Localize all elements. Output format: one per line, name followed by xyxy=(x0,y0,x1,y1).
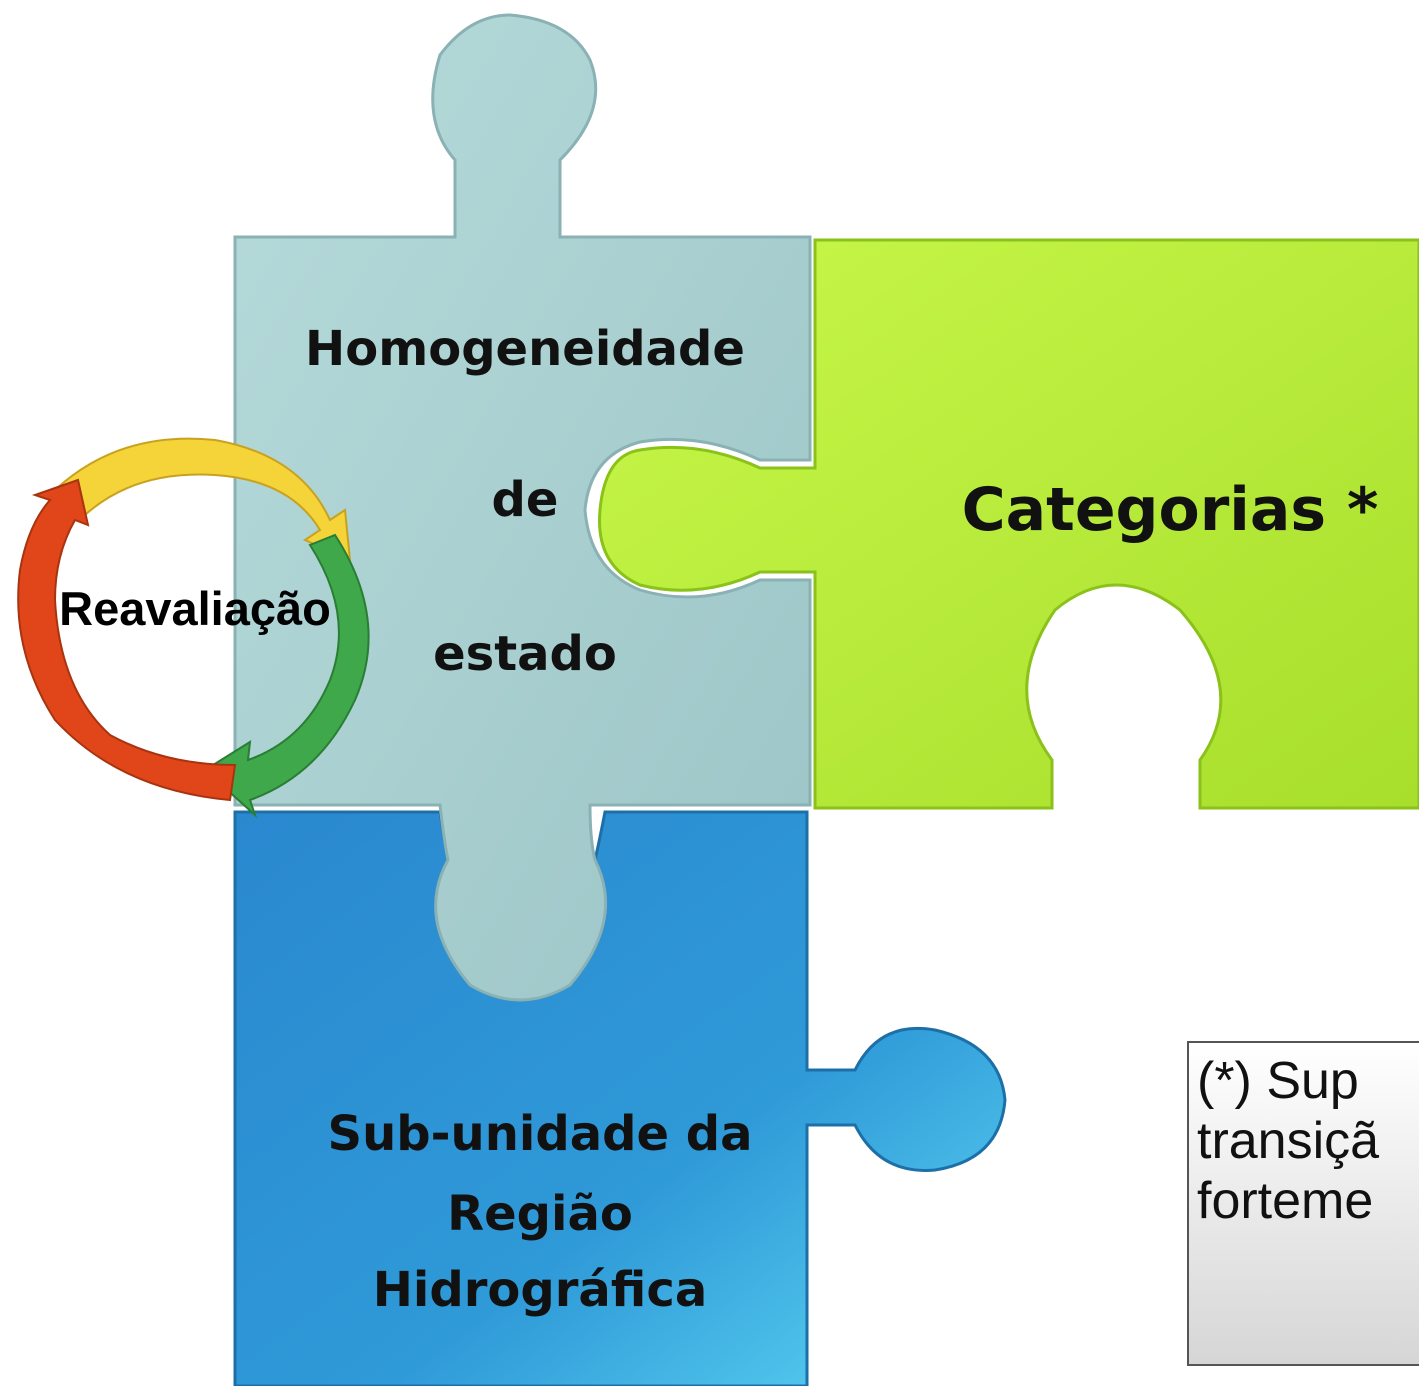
categories-piece xyxy=(598,238,1419,810)
cycle-arrow-yellow xyxy=(53,437,352,562)
state-piece xyxy=(233,13,812,1002)
cycle-arrows xyxy=(17,437,370,819)
categories-label: Categorias * xyxy=(962,475,1379,545)
cycle-label: Reavaliação xyxy=(59,582,331,635)
state-label-line2: de xyxy=(492,472,559,528)
cycle-arrow-orange xyxy=(17,478,237,802)
footnote-text: (*) Sup transiçã forteme xyxy=(1197,1052,1380,1230)
subunit-label-line3: Hidrográfica xyxy=(373,1262,707,1318)
footnote-box: (*) Sup transiçã forteme xyxy=(1187,1041,1419,1366)
state-label-line1: Homogeneidade xyxy=(305,321,745,377)
subunit-label-line2: Região xyxy=(447,1186,633,1242)
subunit-label-line1: Sub-unidade da xyxy=(328,1106,753,1162)
state-label-line3: estado xyxy=(433,626,617,682)
